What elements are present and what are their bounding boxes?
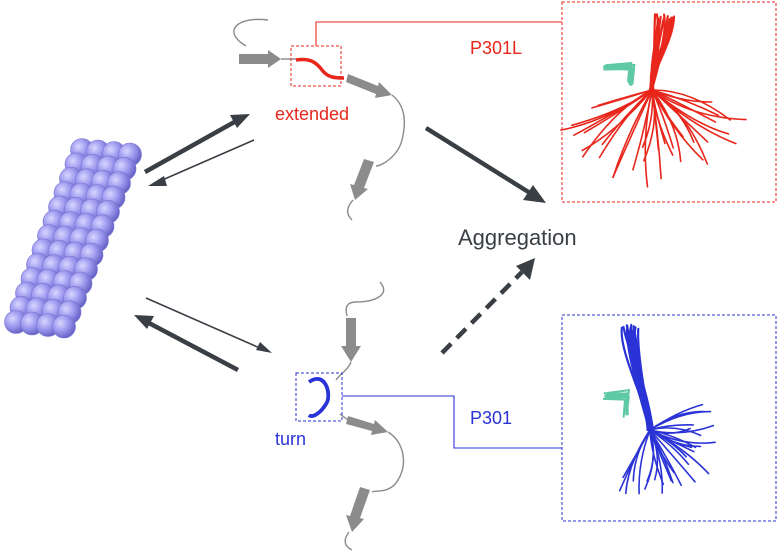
extended-segment — [295, 57, 345, 80]
p301-connector-line — [342, 395, 562, 449]
equilibrium-arrows-top — [143, 114, 255, 186]
beta-strand-arrow — [350, 159, 374, 200]
equilibrium-arrows-bottom — [134, 297, 272, 372]
extended-chain — [233, 18, 405, 221]
beta-strand-arrow — [346, 74, 392, 98]
aggregation-arrow-dashed — [440, 258, 535, 355]
p301-conformation-bundle-icon — [602, 323, 716, 495]
turn-highlight-box — [295, 372, 343, 422]
extended-label: extended — [275, 104, 349, 124]
beta-strand-arrow — [239, 50, 281, 68]
aggregation-label: Aggregation — [458, 225, 577, 250]
turn-chain — [307, 281, 405, 551]
turn-label: turn — [275, 429, 306, 449]
turn-segment — [307, 377, 331, 418]
p301-label: P301 — [470, 408, 512, 428]
fibril-spheres-icon — [4, 138, 142, 339]
aggregation-arrow-solid — [424, 126, 546, 203]
extended-highlight-box — [290, 45, 342, 87]
p301l-label: P301L — [470, 38, 522, 58]
p301l-connector-line — [315, 21, 562, 46]
p301l-conformation-bundle-icon — [560, 13, 747, 188]
beta-strand-arrow — [346, 416, 388, 435]
beta-strand-arrow — [341, 318, 361, 362]
beta-strand-arrow — [346, 487, 370, 532]
